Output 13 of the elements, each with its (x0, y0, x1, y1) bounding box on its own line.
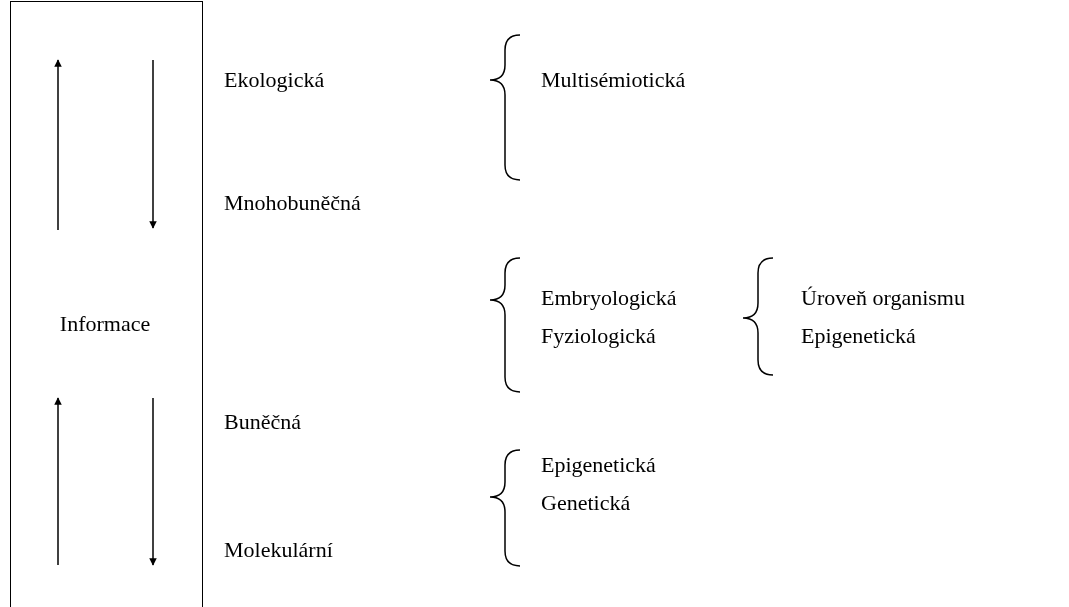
level-label: Fyziologická (541, 323, 656, 349)
level-label: Epigenetická (801, 323, 916, 349)
level-label: Epigenetická (541, 452, 656, 478)
level-label: Embryologická (541, 285, 677, 311)
level-label: Buněčná (224, 409, 301, 435)
level-label: Ekologická (224, 67, 325, 93)
level-label: Genetická (541, 490, 631, 516)
level-label: Molekulární (224, 537, 333, 563)
frame-label: Informace (59, 311, 151, 337)
tall-frame (10, 1, 203, 607)
level-label: Mnohobuněčná (224, 190, 361, 216)
level-label: Multisémiotická (541, 67, 686, 93)
level-label: Úroveň organismu (801, 285, 965, 311)
